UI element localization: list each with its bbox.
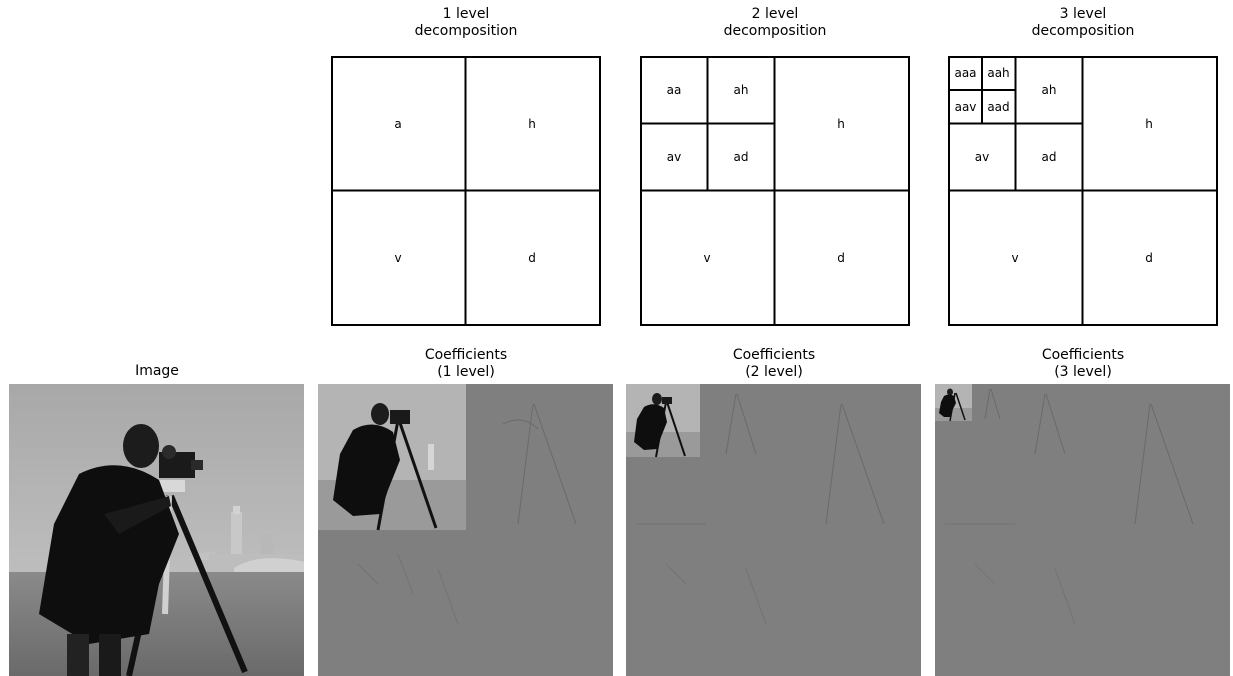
- approximation-subband: [626, 384, 700, 457]
- coefficients-image-3level: [935, 384, 1230, 676]
- approximation-subband: [935, 384, 972, 421]
- subband-label-ad: ad: [734, 150, 749, 164]
- decomposition-diagram-2level: aa ah av ad h v d: [640, 56, 910, 326]
- subband-label-ah: ah: [734, 83, 749, 97]
- diagram-title-3level: 3 level decomposition: [948, 6, 1218, 40]
- subband-label-aah: aah: [987, 66, 1009, 80]
- subband-label-aa: aa: [667, 83, 682, 97]
- subband-label-aaa: aaa: [954, 66, 976, 80]
- subband-label-a: a: [394, 117, 401, 131]
- diagram-title-1level: 1 level decomposition: [331, 6, 601, 40]
- subband-label-ad: ad: [1042, 150, 1057, 164]
- coefficients-image-1level: [318, 384, 613, 676]
- decomposition-diagram-1level: a h v d: [331, 56, 601, 326]
- subband-label-v: v: [394, 251, 401, 265]
- approximation-subband: [318, 384, 466, 530]
- original-image: [9, 384, 304, 676]
- subband-label-h: h: [837, 117, 845, 131]
- subband-label-aav: aav: [955, 100, 977, 114]
- subband-label-h: h: [1145, 117, 1153, 131]
- subband-label-v: v: [703, 251, 710, 265]
- subband-label-aad: aad: [987, 100, 1009, 114]
- subband-label-v: v: [1011, 251, 1018, 265]
- coefficients-image-2level: [626, 384, 921, 676]
- subband-label-ah: ah: [1042, 83, 1057, 97]
- subband-label-d: d: [1145, 251, 1153, 265]
- subband-label-av: av: [975, 150, 989, 164]
- subband-label-d: d: [837, 251, 845, 265]
- subband-label-av: av: [667, 150, 681, 164]
- coefficients-title-2level: Coefficients (2 level): [626, 347, 922, 381]
- diagram-title-2level: 2 level decomposition: [640, 6, 910, 40]
- image-title: Image: [9, 363, 305, 380]
- subband-label-h: h: [528, 117, 536, 131]
- coefficients-title-1level: Coefficients (1 level): [318, 347, 614, 381]
- subband-label-d: d: [528, 251, 536, 265]
- coefficients-title-3level: Coefficients (3 level): [935, 347, 1231, 381]
- decomposition-diagram-3level: aaa aah aav aad ah av ad h v d: [948, 56, 1218, 326]
